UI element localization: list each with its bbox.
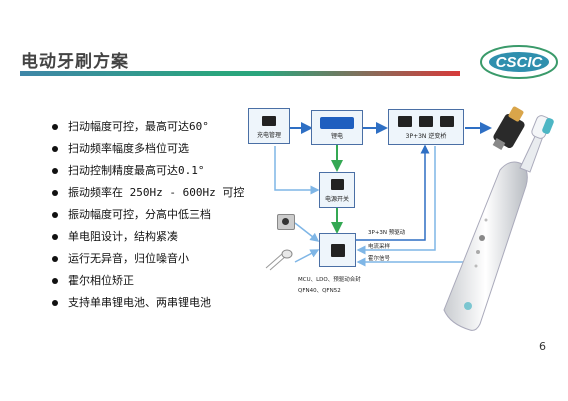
mcu-block bbox=[319, 233, 356, 267]
chip-icon bbox=[331, 244, 345, 257]
mcu-note-line1: MCU、LDO、预驱动合封 bbox=[298, 277, 361, 283]
title-underline bbox=[20, 71, 460, 76]
list-item: 扫动幅度可控，最高可达60° bbox=[52, 116, 244, 138]
list-item: 扫动频率幅度多档位可选 bbox=[52, 138, 244, 160]
inverter-bridge-block: 3P+3N 逆变桥 bbox=[388, 109, 464, 145]
push-button-icon bbox=[277, 214, 295, 230]
arrow-led-to-mcu bbox=[294, 249, 320, 263]
list-item: 运行无异音，归位噪音小 bbox=[52, 248, 244, 270]
svg-text:CSCIC: CSCIC bbox=[496, 54, 544, 71]
arrow-charge-to-switch bbox=[274, 146, 320, 195]
list-item: 霍尔相位矫正 bbox=[52, 270, 244, 292]
led-icon bbox=[265, 249, 293, 271]
arrow-button-to-mcu bbox=[294, 222, 320, 242]
chip-icon bbox=[419, 116, 433, 127]
charge-management-block: 充电管理 bbox=[248, 108, 290, 144]
page-number: 6 bbox=[539, 340, 546, 353]
motor-image bbox=[492, 106, 525, 150]
chip-icon bbox=[398, 116, 412, 127]
list-item: 振动频率在 250Hz - 600Hz 可控 bbox=[52, 182, 244, 204]
list-item: 支持单串锂电池、两串锂电池 bbox=[52, 292, 244, 314]
predrive-label: 3P+3N 预驱动 bbox=[368, 230, 406, 236]
current-sample-label: 电流采样 bbox=[368, 244, 391, 250]
battery-block: 锂电 bbox=[311, 110, 363, 145]
power-switch-block: 电源开关 bbox=[319, 172, 355, 208]
chip-icon bbox=[440, 116, 454, 127]
chip-icon bbox=[331, 179, 344, 190]
list-item: 扫动控制精度最高可达0.1° bbox=[52, 160, 244, 182]
arrow-mcu-predrive-to-bridge bbox=[356, 144, 430, 241]
chip-icon bbox=[262, 116, 276, 126]
arrow-current-sample bbox=[356, 146, 436, 255]
toothbrush-image bbox=[443, 115, 554, 331]
page-title: 电动牙刷方案 bbox=[21, 52, 129, 72]
list-item: 单电阻设计，结构紧凑 bbox=[52, 226, 244, 248]
battery-icon bbox=[320, 117, 354, 129]
mcu-note-line2: QFN40、QFN52 bbox=[298, 288, 341, 294]
feature-list: 扫动幅度可控，最高可达60° 扫动频率幅度多档位可选 扫动控制精度最高可达0.1… bbox=[52, 116, 244, 314]
hall-signal-label: 霍尔信号 bbox=[368, 256, 391, 262]
list-item: 振动幅度可控，分高中低三档 bbox=[52, 204, 244, 226]
company-logo: CSCIC bbox=[480, 45, 558, 79]
